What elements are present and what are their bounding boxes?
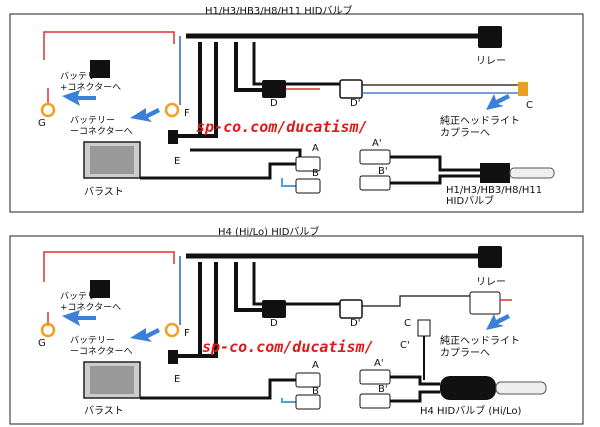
letter-b: B (312, 168, 319, 179)
letter-a2: A' (372, 138, 382, 149)
h4-bulb-glass (495, 381, 547, 395)
connector-d-2 (262, 300, 286, 318)
battery-minus-label-2: ーコネクターへ (70, 127, 133, 137)
panel2-title: H4 (Hi/Lo) HIDバルブ (218, 227, 320, 238)
letter-a: A (312, 143, 319, 154)
letter-c2-2: C' (400, 340, 410, 351)
relay-label: リレー (476, 56, 506, 67)
connector-e (168, 130, 178, 144)
black-wire-e (190, 148, 302, 160)
relay-label-2: リレー (476, 277, 506, 288)
battery-minus-label-1: バッテリー (70, 116, 116, 126)
letter-c-2: C (404, 318, 411, 329)
letter-b2-2: B' (378, 384, 388, 395)
ballast-label-2: バラスト (84, 406, 124, 417)
h4-bulb-label: H4 HIDバルブ (Hi/Lo) (420, 406, 522, 417)
ring-terminal-f (164, 102, 180, 118)
red-wire (43, 31, 175, 60)
connector-b2-2 (359, 393, 391, 409)
connector-a2-2 (359, 369, 391, 385)
letter-c: C (526, 100, 533, 111)
relay-block-2 (478, 246, 502, 268)
connector-b2 (359, 175, 391, 191)
relay-block (478, 26, 502, 48)
panel1-title: H1/H3/HB3/H8/H11 HIDバルブ (205, 6, 353, 17)
connector-c-2 (469, 291, 501, 315)
watermark-2: sp-co.com/ducatism/ (202, 338, 374, 356)
headlight-label-2-2: カプラーへ (440, 348, 490, 359)
ring-terminal-g (40, 102, 56, 118)
letter-b2: B' (378, 166, 388, 177)
connector-c2 (417, 319, 431, 337)
battery-plus-label-2: +コネクターへ (60, 83, 122, 93)
letter-d-2: D (270, 318, 278, 329)
letter-d2: D' (350, 98, 361, 109)
headlight-label-1: 純正ヘッドライト (440, 116, 520, 127)
connector-d2-2 (339, 299, 363, 319)
hid-bulb-glass (509, 167, 555, 179)
letter-b-2: B (312, 386, 319, 397)
connector-d2 (339, 79, 363, 99)
battery-plus-connector (90, 60, 110, 78)
black-wire-d (234, 42, 262, 92)
connector-b-2 (295, 394, 321, 410)
connector-a (295, 156, 321, 172)
connector-e-2 (168, 350, 178, 364)
battery-plus-label-1: バッテリー (60, 72, 106, 82)
headlight-label-2-1: 純正ヘッドライト (440, 336, 520, 347)
battery-minus-label-2-1: バッテリー (70, 336, 116, 346)
letter-g: G (38, 118, 46, 129)
letter-f-2: F (184, 328, 190, 339)
letter-e-2: E (174, 374, 181, 385)
connector-b (295, 178, 321, 194)
bulb-label-2: HIDバルブ (446, 196, 495, 207)
h4-bulb-base (440, 376, 496, 400)
battery-plus-connector-2 (90, 280, 110, 298)
black-wire-d2 (252, 42, 340, 86)
ring-terminal-f-2 (164, 322, 180, 338)
panel2-frame (9, 235, 584, 425)
arrows (62, 90, 510, 342)
letter-g-2: G (38, 338, 46, 349)
black-wire-3 (168, 42, 218, 138)
panel1-frame (9, 13, 584, 213)
connector-a2 (359, 149, 391, 165)
letter-e: E (174, 156, 181, 167)
connector-c (518, 82, 528, 96)
connector-a-2 (295, 372, 321, 388)
hid-bulb-base (480, 163, 510, 183)
letter-d: D (270, 98, 278, 109)
letter-d2-2: D' (350, 318, 361, 329)
watermark-1: sp-co.com/ducatism/ (196, 118, 368, 136)
letter-a-2: A (312, 360, 319, 371)
battery-plus-label-2-1: バッテリー (60, 292, 106, 302)
connector-d (262, 80, 286, 98)
ballast-label: バラスト (84, 187, 124, 198)
letter-a2-2: A' (374, 358, 384, 369)
red-wire-2 (43, 251, 175, 282)
battery-plus-label-2-2: +コネクターへ (60, 303, 122, 313)
battery-minus-label-2-2: ーコネクターへ (70, 347, 133, 357)
headlight-label-2: カプラーへ (440, 128, 490, 139)
bulb-label-1: H1/H3/HB3/H8/H11 (446, 185, 543, 196)
letter-f: F (184, 108, 190, 119)
ring-terminal-g-2 (40, 322, 56, 338)
